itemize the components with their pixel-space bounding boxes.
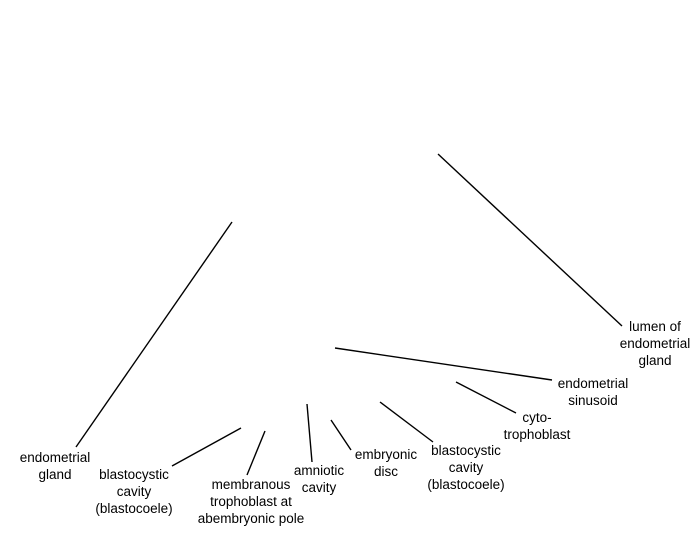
label-cytotrophoblast: cyto- trophoblast [503, 410, 571, 442]
leader-line-amniotic-cavity [306, 403, 313, 463]
label-blastocystic-cavity-left: blastocystic cavity (blastocoele) [95, 467, 173, 516]
leader-line-endometrial-gland [75, 221, 233, 448]
label-lumen-of-endometrial-gland: lumen of endometrial gland [619, 319, 691, 368]
label-embryonic-disc: embryonic disc [354, 447, 418, 479]
leader-line-membranous-trophoblast [246, 430, 266, 476]
label-blastocystic-cavity-right: blastocystic cavity (blastocoele) [427, 443, 505, 492]
leader-line-lumen [437, 153, 623, 327]
leader-line-blastocoele-left [171, 427, 242, 467]
label-membranous-trophoblast: membranous trophoblast at abembryonic po… [197, 477, 305, 526]
leader-line-cytotrophoblast [455, 381, 517, 414]
leader-line-blastocoele-right [379, 401, 434, 443]
leader-line-sinusoid [334, 347, 553, 381]
label-amniotic-cavity: amniotic cavity [293, 463, 345, 495]
label-endometrial-gland: endometrial gland [19, 450, 91, 482]
leader-line-embryonic-disc [330, 419, 352, 451]
label-endometrial-sinusoid: endometrial sinusoid [557, 376, 629, 408]
